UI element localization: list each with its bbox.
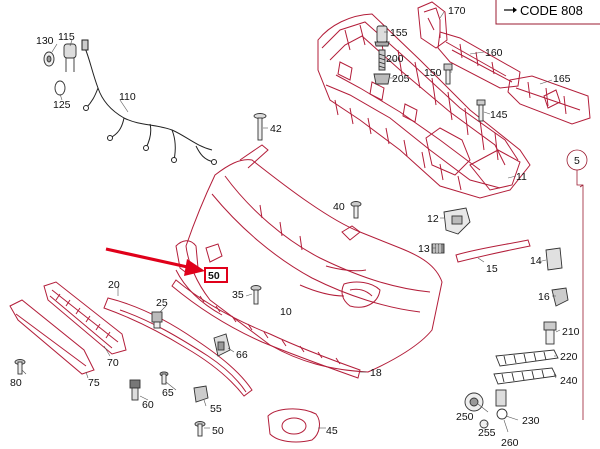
screw-200 <box>378 49 386 71</box>
spring-13 <box>431 243 445 254</box>
callout-220: 220 <box>560 351 578 363</box>
bumper-cover-10 <box>185 144 443 373</box>
callout-130: 130 <box>36 35 54 47</box>
screw-80 <box>14 359 26 375</box>
callout-13: 13 <box>418 243 430 255</box>
gear-250 <box>464 392 484 412</box>
callout-60: 60 <box>142 399 154 411</box>
callout-15: 15 <box>486 263 498 275</box>
callout-70: 70 <box>107 357 119 369</box>
callout-125: 125 <box>53 99 71 111</box>
callout-80: 80 <box>10 377 22 389</box>
callout-110: 110 <box>119 91 136 103</box>
lower-grille-20 <box>103 297 253 397</box>
callout-115: 115 <box>58 31 75 43</box>
callout-20: 20 <box>108 279 120 291</box>
callout-160: 160 <box>485 47 503 59</box>
bolt-40 <box>350 201 362 219</box>
clip-55 <box>193 385 209 403</box>
callout-155: 155 <box>390 27 408 39</box>
grille-strip-220 <box>495 349 559 367</box>
callout-260: 260 <box>501 437 519 449</box>
wiring-harness-110 <box>81 39 217 165</box>
callout-labels: 130 115 125 110 42 170 155 200 205 160 1… <box>10 5 580 449</box>
clip-25 <box>151 311 163 329</box>
code-legend: CODE 808 <box>495 0 600 25</box>
callout-55: 55 <box>210 403 222 415</box>
callout-45: 45 <box>326 425 338 437</box>
highlight-box <box>204 267 228 283</box>
callout-205: 205 <box>392 73 410 85</box>
highlight-label: 50 <box>208 270 220 282</box>
callout-11: 11 <box>516 171 527 183</box>
callout-250: 250 <box>456 411 474 423</box>
callout-75: 75 <box>88 377 100 389</box>
bolt-65 <box>159 371 169 385</box>
clip-155 <box>374 25 390 47</box>
callout-65: 65 <box>162 387 174 399</box>
callout-255: 255 <box>478 427 496 439</box>
trim-75 <box>9 299 95 375</box>
callout-25: 25 <box>156 297 168 309</box>
callout-170: 170 <box>448 5 466 17</box>
callout-18: 18 <box>370 367 382 379</box>
screw-50-bottom <box>194 421 206 437</box>
callout-210: 210 <box>562 326 580 338</box>
callout-50: 50 <box>212 425 224 437</box>
callout-230: 230 <box>522 415 540 427</box>
callout-12: 12 <box>427 213 439 225</box>
part-230 <box>495 389 507 407</box>
sensor-115 <box>63 43 77 72</box>
screw-60 <box>129 379 141 401</box>
sensor-130 <box>43 51 55 67</box>
group-5-bracket <box>566 149 588 420</box>
callout-14: 14 <box>530 255 542 267</box>
bolt-35 <box>250 285 262 305</box>
screw-42 <box>253 113 267 141</box>
callout-40: 40 <box>333 201 345 213</box>
callout-35: 35 <box>232 289 244 301</box>
sensor-125 <box>54 80 66 96</box>
absorber-170 <box>417 1 448 49</box>
grille-70 <box>43 281 127 355</box>
sensor-bracket-210 <box>543 321 557 345</box>
callout-16: 16 <box>538 291 550 303</box>
bracket-12 <box>443 207 471 235</box>
block-14 <box>545 247 563 271</box>
clip-16 <box>551 287 569 307</box>
absorber-165 <box>507 75 591 125</box>
callout-42: 42 <box>270 123 282 135</box>
callout-5: 5 <box>574 155 580 167</box>
impact-absorber-carrier <box>317 13 531 199</box>
ring-260 <box>496 408 508 420</box>
bolt-145 <box>476 99 486 122</box>
trim-strip-15 <box>455 239 531 263</box>
callout-150: 150 <box>424 67 442 79</box>
grille-strip-240 <box>493 367 557 385</box>
bracket-66 <box>213 333 231 357</box>
code-legend-text: CODE 808 <box>520 3 583 18</box>
leader-lines <box>21 11 561 433</box>
clip-205 <box>373 73 391 85</box>
callout-240: 240 <box>560 375 578 387</box>
callout-10: 10 <box>280 306 292 318</box>
callout-200: 200 <box>386 53 404 65</box>
callout-145: 145 <box>490 109 508 121</box>
callout-66: 66 <box>236 349 248 361</box>
callout-165: 165 <box>553 73 571 85</box>
highlight-arrow: 50 <box>105 247 228 283</box>
bolt-150 <box>443 63 453 85</box>
fog-light-bezel-45 <box>267 408 320 443</box>
lower-spoiler-18 <box>171 279 361 379</box>
